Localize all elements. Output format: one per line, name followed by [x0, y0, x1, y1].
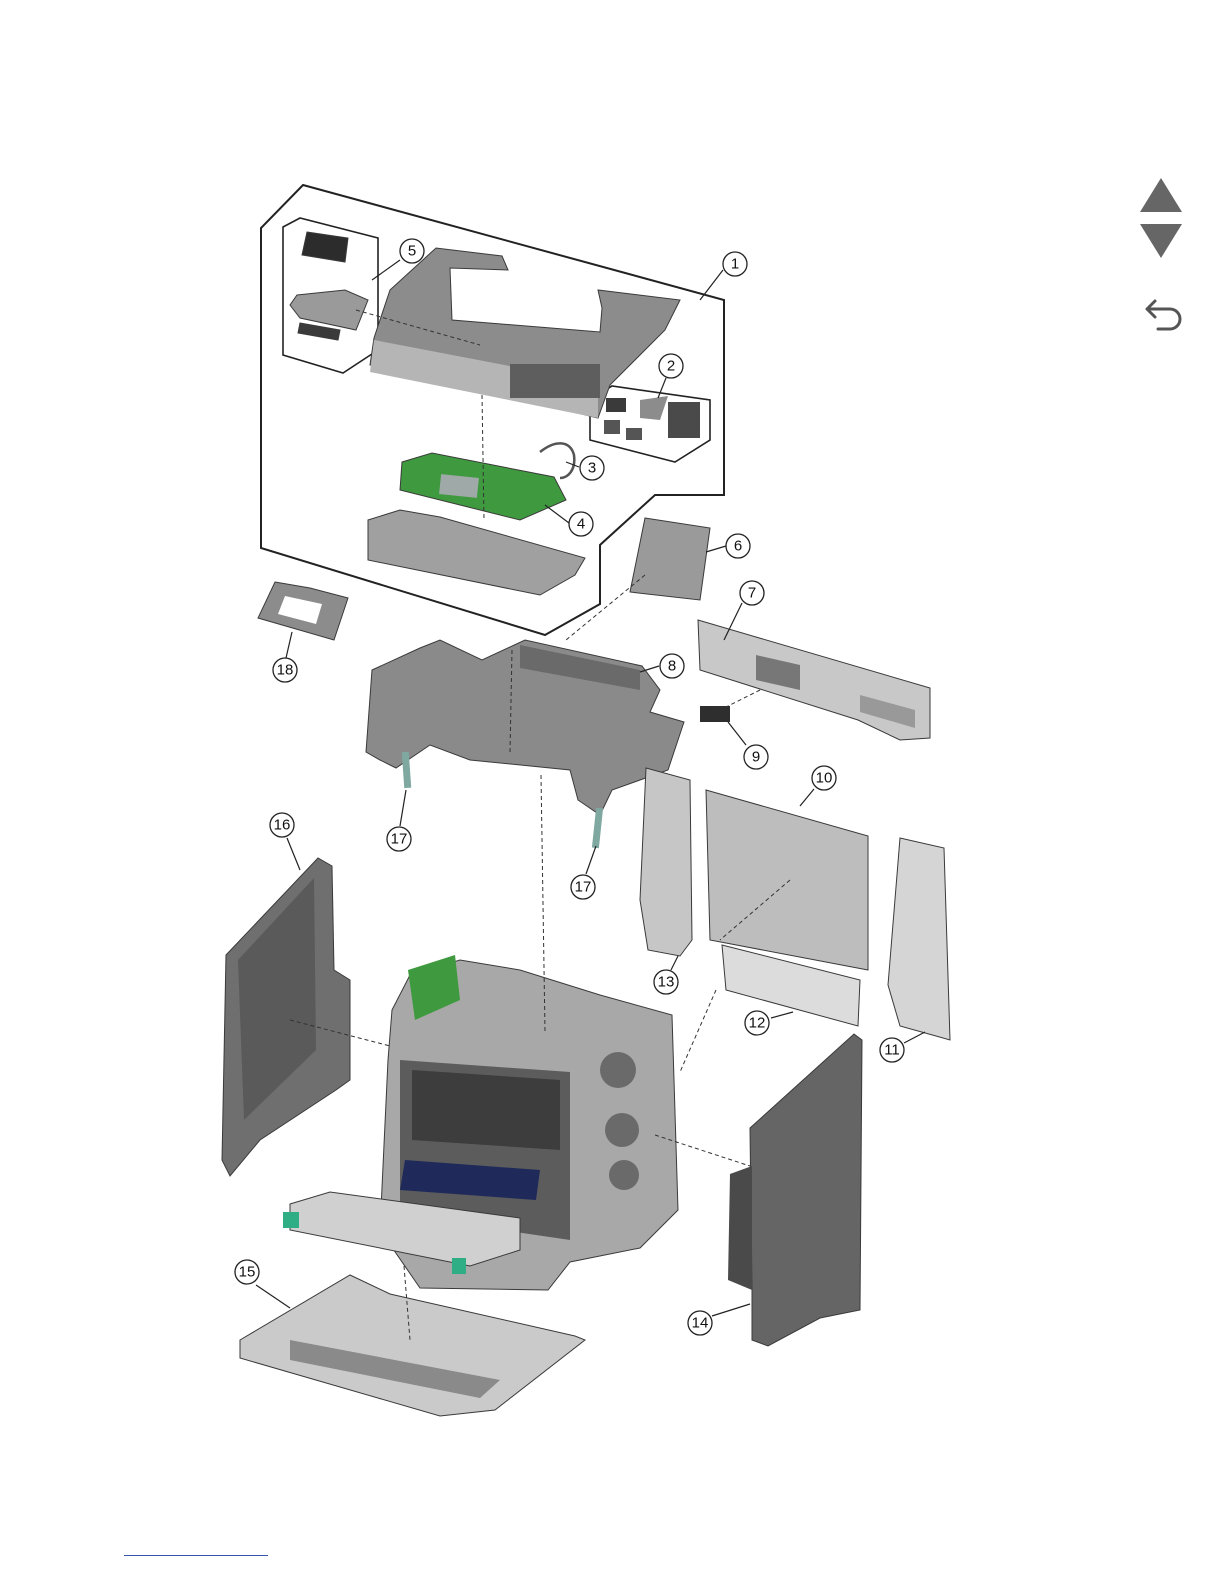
back-button[interactable] — [1140, 298, 1186, 334]
callout-label: 18 — [277, 662, 294, 679]
callout-label: 15 — [239, 1264, 256, 1281]
part-18-bezel-frame — [258, 582, 348, 640]
callout-2: 2 — [659, 354, 683, 378]
callout-16: 16 — [270, 813, 294, 837]
callout-label: 17 — [391, 831, 408, 848]
callout-label: 6 — [734, 538, 742, 555]
part-1-top-cover — [370, 248, 680, 418]
callout-label: 10 — [816, 770, 833, 787]
callout-12: 12 — [745, 1011, 769, 1035]
callout-5: 5 — [400, 239, 424, 263]
part-10-rear-plate — [706, 790, 868, 970]
callout-label: 17 — [575, 879, 592, 896]
next-page-button[interactable] — [1138, 222, 1184, 260]
callout-17-right: 17 — [571, 875, 595, 899]
callout-18: 18 — [273, 658, 297, 682]
callout-label: 3 — [588, 460, 596, 477]
triangle-up-icon — [1140, 178, 1182, 212]
part-2-button-set — [604, 396, 700, 440]
part-9-vent — [700, 706, 730, 722]
callout-1: 1 — [723, 252, 747, 276]
callout-label: 14 — [692, 1315, 709, 1332]
callout-label: 9 — [752, 749, 760, 766]
callout-label: 16 — [274, 817, 291, 834]
callout-17-left: 17 — [387, 827, 411, 851]
return-arrow-icon — [1147, 301, 1180, 329]
part-8-upper-frame — [366, 640, 684, 815]
callout-label: 13 — [658, 974, 675, 991]
callout-label: 2 — [667, 358, 675, 375]
callout-label: 12 — [749, 1015, 766, 1032]
callout-8: 8 — [660, 654, 684, 678]
part-15-front-tray — [240, 1275, 585, 1416]
part-16-left-cover — [222, 858, 350, 1176]
previous-page-button[interactable] — [1138, 176, 1184, 214]
part-14-right-cover — [728, 1034, 862, 1346]
callout-11: 11 — [880, 1038, 904, 1062]
panel-bottom-housing — [368, 510, 585, 595]
callout-4: 4 — [569, 512, 593, 536]
part-3-cable — [540, 443, 574, 478]
part-7-right-upper-cover — [698, 620, 930, 740]
callout-6: 6 — [726, 534, 750, 558]
callout-label: 7 — [748, 585, 756, 602]
callout-9: 9 — [744, 745, 768, 769]
callout-3: 3 — [580, 456, 604, 480]
callout-label: 8 — [668, 658, 676, 675]
callout-10: 10 — [812, 766, 836, 790]
triangle-down-icon — [1140, 224, 1182, 258]
callout-label: 11 — [884, 1042, 900, 1059]
callout-7: 7 — [740, 581, 764, 605]
callout-14: 14 — [688, 1311, 712, 1335]
callout-label: 1 — [731, 256, 739, 273]
callout-label: 5 — [408, 243, 416, 260]
part-5-bezel-kit — [290, 232, 368, 340]
callout-13: 13 — [654, 970, 678, 994]
callout-15: 15 — [235, 1260, 259, 1284]
callout-label: 4 — [577, 516, 585, 533]
footer-link-underline[interactable] — [124, 1555, 268, 1556]
part-11-side-bracket — [888, 838, 950, 1040]
part-6-cover-plate — [630, 518, 710, 600]
part-17-sensor-right — [592, 808, 603, 849]
part-13-bracket — [640, 768, 692, 956]
